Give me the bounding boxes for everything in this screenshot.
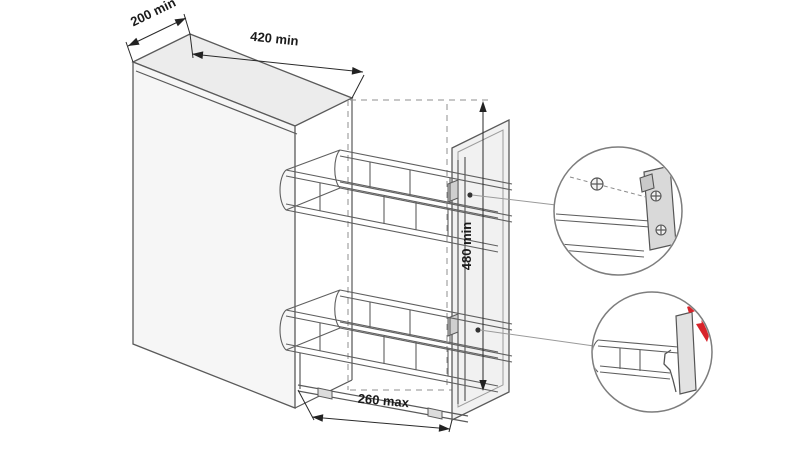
detail-callout-hook xyxy=(479,291,713,413)
detail-callout-bracket xyxy=(471,146,683,276)
dimension-label-front: 260 max xyxy=(357,391,410,410)
bracket-hook-tab xyxy=(639,173,655,193)
pullout-back-panel xyxy=(447,118,510,422)
upper-bracket-screw-icon xyxy=(467,192,473,198)
dimension-front-clearance: 260 max xyxy=(297,389,453,433)
dimension-cabinet-height: 480 min xyxy=(459,101,487,391)
dimension-label-height: 480 min xyxy=(459,222,474,270)
dimension-cabinet-depth: 420 min xyxy=(189,29,365,99)
basket-lower xyxy=(279,289,513,393)
height-reference-lines xyxy=(347,99,492,391)
bottom-slide-rail xyxy=(297,353,469,423)
dimension-label-depth: 420 min xyxy=(250,29,300,49)
lower-bracket-screw-icon xyxy=(475,327,481,333)
hanging-plate xyxy=(675,311,697,395)
cabinet-carcass xyxy=(131,33,354,409)
hook-profile xyxy=(663,349,677,393)
